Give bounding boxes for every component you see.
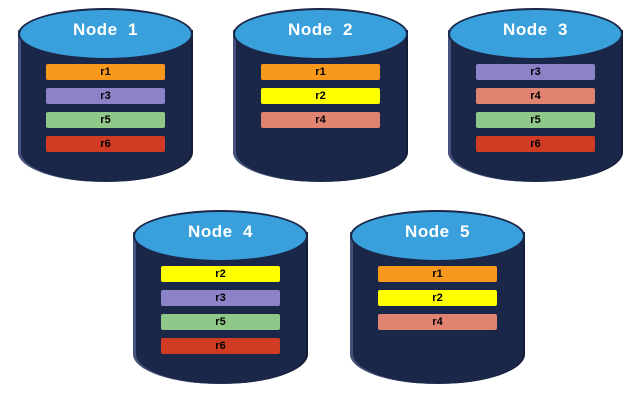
cylinder-top-ellipse	[350, 210, 525, 262]
node-cylinder-node-3[interactable]: Node 3 r3 r4 r5 r6	[448, 8, 623, 193]
shard-bar-r4[interactable]: r4	[476, 88, 595, 104]
shard-list: r1 r2 r4	[261, 64, 380, 128]
shard-bar-r2[interactable]: r2	[378, 290, 497, 306]
node-title-label: Node 3	[503, 20, 568, 39]
node-title-label: Node 4	[188, 222, 253, 241]
shard-bar-r5[interactable]: r5	[161, 314, 280, 330]
shard-bar-r1[interactable]: r1	[378, 266, 497, 282]
shard-bar-r3[interactable]: r3	[476, 64, 595, 80]
shard-bar-r2[interactable]: r2	[161, 266, 280, 282]
shard-bar-r5[interactable]: r5	[476, 112, 595, 128]
shard-bar-r5[interactable]: r5	[46, 112, 165, 128]
shard-bar-r6[interactable]: r6	[46, 136, 165, 152]
node-cylinder-node-2[interactable]: Node 2 r1 r2 r4	[233, 8, 408, 193]
shard-list: r2 r3 r5 r6	[161, 266, 280, 354]
cylinder-top-ellipse	[133, 210, 308, 262]
node-row-top: Node 1 r1 r3 r5 r6 Node 2 r1 r2 r4 Node 3 r3 r4 r5 r6	[0, 8, 638, 193]
node-cylinder-node-4[interactable]: Node 4 r2 r3 r5 r6	[133, 210, 308, 395]
shard-bar-r6[interactable]: r6	[476, 136, 595, 152]
shard-bar-r1[interactable]: r1	[261, 64, 380, 80]
node-title-label: Node 2	[288, 20, 353, 39]
node-title-label: Node 5	[405, 222, 470, 241]
node-title-label: Node 1	[73, 20, 138, 39]
shard-bar-r4[interactable]: r4	[378, 314, 497, 330]
shard-list: r3 r4 r5 r6	[476, 64, 595, 152]
node-row-bottom: Node 4 r2 r3 r5 r6 Node 5 r1 r2 r4	[0, 210, 638, 395]
cylinder-top-ellipse	[233, 8, 408, 60]
cylinder-top-ellipse	[18, 8, 193, 60]
node-cylinder-node-5[interactable]: Node 5 r1 r2 r4	[350, 210, 525, 395]
shard-bar-r3[interactable]: r3	[161, 290, 280, 306]
node-cylinder-node-1[interactable]: Node 1 r1 r3 r5 r6	[18, 8, 193, 193]
shard-list: r1 r2 r4	[378, 266, 497, 330]
shard-bar-r4[interactable]: r4	[261, 112, 380, 128]
shard-list: r1 r3 r5 r6	[46, 64, 165, 152]
cylinder-top-ellipse	[448, 8, 623, 60]
shard-bar-r2[interactable]: r2	[261, 88, 380, 104]
shard-bar-r6[interactable]: r6	[161, 338, 280, 354]
shard-bar-r3[interactable]: r3	[46, 88, 165, 104]
shard-bar-r1[interactable]: r1	[46, 64, 165, 80]
